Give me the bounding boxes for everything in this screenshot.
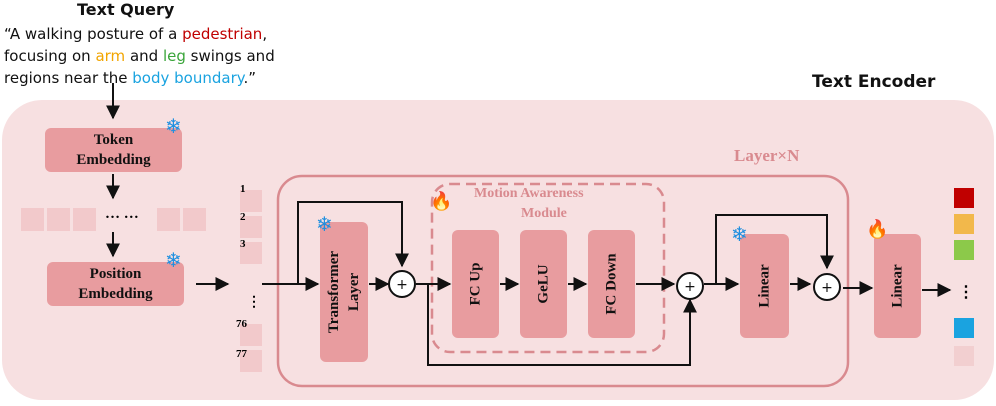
module-label-line-1: Motion Awareness (474, 186, 584, 201)
svg-text:+: + (684, 279, 696, 295)
token-index-vdots: ⋮ (247, 295, 261, 310)
query-text: , (262, 25, 268, 43)
query-line-3: regions near the body boundary.” (4, 68, 256, 88)
add-node-2: + (676, 272, 704, 300)
query-highlight-body-boundary: body boundary (132, 69, 244, 87)
flame-icon: 🔥 (430, 191, 453, 212)
fc-up-label: FC Up (467, 262, 484, 306)
token-embedding-label-2: Embedding (76, 152, 151, 168)
snowflake-icon: ❄ (316, 212, 333, 236)
svg-text:+: + (396, 277, 408, 293)
gelu-box: GeLU (520, 230, 567, 338)
motion-awareness-module (430, 182, 666, 354)
snowflake-icon: ❄ (165, 114, 182, 138)
output-token-red (954, 188, 974, 208)
output-token-green (954, 240, 974, 260)
token-index-1: 1 (240, 183, 246, 195)
token-embedding-box: Token Embedding (45, 128, 182, 172)
token-embedding-label-1: Token (93, 132, 134, 148)
snowflake-icon: ❄ (731, 222, 748, 246)
query-highlight-arm: arm (95, 47, 126, 65)
linear-outer-box: Linear (874, 234, 921, 338)
query-highlight-pedestrian: pedestrian (182, 25, 263, 43)
query-text: focusing on (4, 47, 96, 65)
module-label-line-2: Module (521, 206, 567, 221)
linear-inner-box: Linear (740, 234, 789, 338)
query-heading: Text Query (77, 0, 175, 19)
fc-down-label: FC Down (603, 253, 620, 315)
svg-text:+: + (821, 280, 833, 296)
fc-down-box: FC Down (588, 230, 635, 338)
position-embedding-label-1: Position (89, 266, 142, 282)
query-text: “A walking posture of a (4, 25, 183, 43)
token-index-2: 2 (240, 211, 246, 223)
query-text: and (125, 47, 163, 65)
add-node-1: + (388, 270, 416, 298)
transformer-layer-label-1: Transformer (326, 250, 343, 334)
output-token-blue (954, 318, 974, 338)
linear-inner-label: Linear (756, 264, 773, 308)
linear-outer-label: Linear (889, 264, 906, 308)
output-token-orange (954, 214, 974, 234)
position-embedding-label-2: Embedding (78, 286, 153, 302)
text-encoder-title: Text Encoder (812, 72, 936, 92)
layer-block (276, 174, 850, 388)
query-line-2: focusing on arm and leg swings and (4, 46, 275, 66)
ellipsis-dots: … … (105, 206, 139, 222)
snowflake-icon: ❄ (165, 248, 182, 272)
query-text: .” (243, 69, 257, 87)
flame-icon: 🔥 (866, 219, 889, 240)
token-index-76: 76 (236, 318, 247, 330)
transformer-layer-label-2: Layer (346, 272, 363, 312)
transformer-layer-box: Transformer Layer (320, 222, 368, 362)
output-vdots: ⋮ (958, 284, 974, 301)
token-index-3: 3 (240, 238, 246, 250)
gelu-label: GeLU (535, 264, 552, 304)
fc-up-box: FC Up (452, 230, 499, 338)
add-node-3: + (813, 273, 841, 301)
query-text: swings and (185, 47, 275, 65)
token-index-77: 77 (236, 348, 247, 360)
query-highlight-leg: leg (162, 47, 186, 65)
query-line-1: “A walking posture of a pedestrian, (4, 24, 267, 44)
layer-count-label: Layer×N (734, 146, 800, 165)
output-token-pink (954, 346, 974, 366)
transformer-layer-label: Transformer Layer (324, 251, 364, 333)
query-text: regions near the (4, 69, 133, 87)
position-embedding-box: Position Embedding (47, 262, 184, 306)
